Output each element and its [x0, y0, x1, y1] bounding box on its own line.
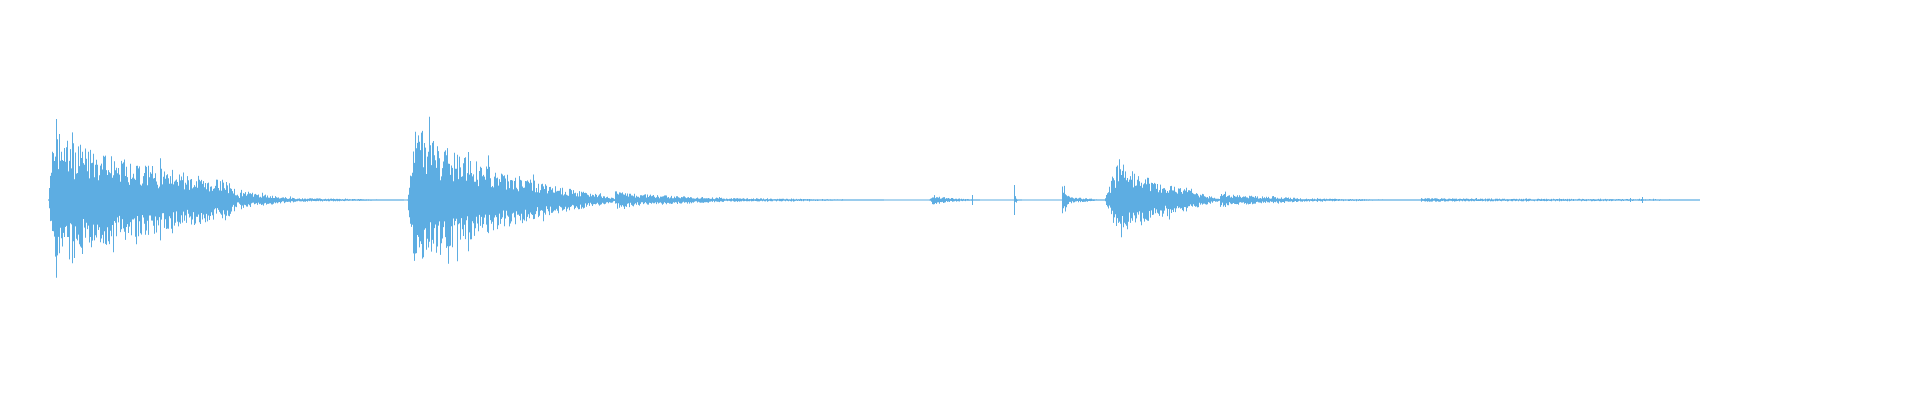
- waveform-samples: [48, 116, 1700, 278]
- waveform-sample-bars: [48, 116, 1700, 278]
